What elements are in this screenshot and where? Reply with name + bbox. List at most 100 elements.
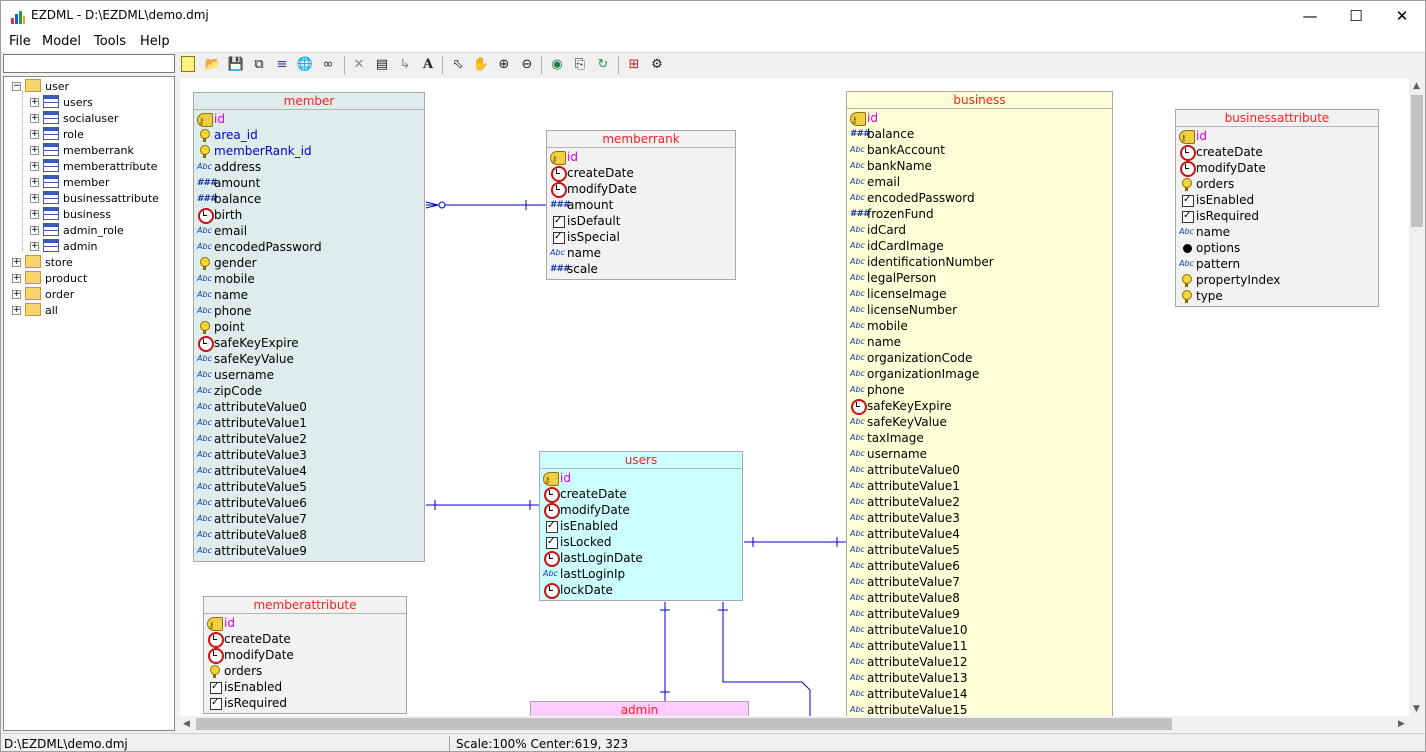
text-icon[interactable]: A — [422, 57, 434, 72]
hand-icon[interactable]: ✋ — [472, 57, 490, 72]
field-row[interactable]: modifyDate — [547, 181, 735, 198]
field-row[interactable]: area_id — [194, 127, 424, 143]
field-row[interactable]: createDate — [547, 165, 735, 182]
field-row[interactable]: ###amount — [547, 197, 735, 213]
field-row[interactable]: point — [194, 319, 424, 335]
expand-icon[interactable]: + — [30, 129, 39, 139]
expand-icon[interactable]: + — [12, 289, 21, 299]
expand-icon[interactable]: + — [30, 225, 39, 235]
field-row[interactable]: memberRank_id — [194, 143, 424, 159]
expand-icon[interactable]: + — [12, 257, 21, 267]
field-row[interactable]: ###frozenFund — [847, 206, 1112, 222]
open-icon[interactable]: 📂 — [204, 57, 222, 72]
find-icon[interactable]: ∞ — [322, 57, 334, 72]
expand-icon[interactable]: + — [30, 161, 39, 171]
entity-title[interactable]: member — [194, 93, 424, 110]
horizontal-scroll-thumb[interactable] — [196, 718, 1172, 730]
field-row[interactable]: safeKeyExpire — [194, 335, 424, 352]
delete-icon[interactable]: ✕ — [353, 57, 365, 72]
entity-users[interactable]: users⚷idcreateDatemodifyDateisEnabledisL… — [539, 451, 743, 601]
properties-icon[interactable]: ⚙ — [651, 57, 663, 72]
minimize-button[interactable]: — — [1302, 7, 1318, 25]
scroll-left-icon[interactable]: ◀ — [183, 719, 190, 729]
menu-help[interactable]: Help — [140, 34, 170, 49]
field-row[interactable]: lockDate — [540, 582, 742, 599]
field-row[interactable]: ###balance — [847, 126, 1112, 142]
menu-file[interactable]: File — [9, 34, 31, 49]
field-row[interactable]: ⚷id — [1176, 128, 1378, 144]
field-row[interactable]: lastLoginDate — [540, 550, 742, 567]
field-row[interactable]: orders — [204, 663, 406, 679]
field-row[interactable]: ###balance — [194, 191, 424, 207]
field-row[interactable]: isEnabled — [540, 518, 742, 534]
scroll-down-icon[interactable]: ▼ — [1413, 704, 1420, 714]
field-row[interactable]: ⚷id — [194, 111, 424, 127]
zoom-in-icon[interactable]: ⊕ — [498, 57, 510, 72]
field-row[interactable]: options — [1176, 240, 1378, 256]
field-row[interactable]: createDate — [204, 631, 406, 648]
expand-icon[interactable]: + — [30, 241, 39, 251]
field-row[interactable]: gender — [194, 255, 424, 271]
entity-title[interactable]: users — [540, 452, 742, 469]
search-input[interactable] — [3, 54, 175, 73]
menu-tools[interactable]: Tools — [94, 34, 127, 49]
entity-title[interactable]: businessattribute — [1176, 110, 1378, 127]
field-row[interactable]: ###scale — [547, 261, 735, 277]
field-row[interactable]: ###amount — [194, 175, 424, 191]
vertical-scrollbar[interactable] — [1409, 78, 1425, 716]
field-row[interactable]: modifyDate — [540, 502, 742, 519]
entity-title[interactable]: memberrank — [547, 131, 735, 148]
field-row[interactable]: modifyDate — [204, 647, 406, 664]
expand-icon[interactable]: + — [12, 273, 21, 283]
scroll-up-icon[interactable]: ▲ — [1413, 81, 1420, 91]
expand-icon[interactable]: + — [30, 145, 39, 155]
refresh-icon[interactable]: ↻ — [597, 57, 609, 72]
export-icon[interactable]: ⎘ — [574, 57, 586, 72]
field-row[interactable]: orders — [1176, 176, 1378, 192]
expand-icon[interactable]: + — [12, 305, 21, 315]
link-users-business-2[interactable] — [722, 602, 811, 716]
expand-icon[interactable]: + — [30, 209, 39, 219]
menu-model[interactable]: Model — [42, 34, 82, 49]
field-row[interactable]: isDefault — [547, 213, 735, 229]
